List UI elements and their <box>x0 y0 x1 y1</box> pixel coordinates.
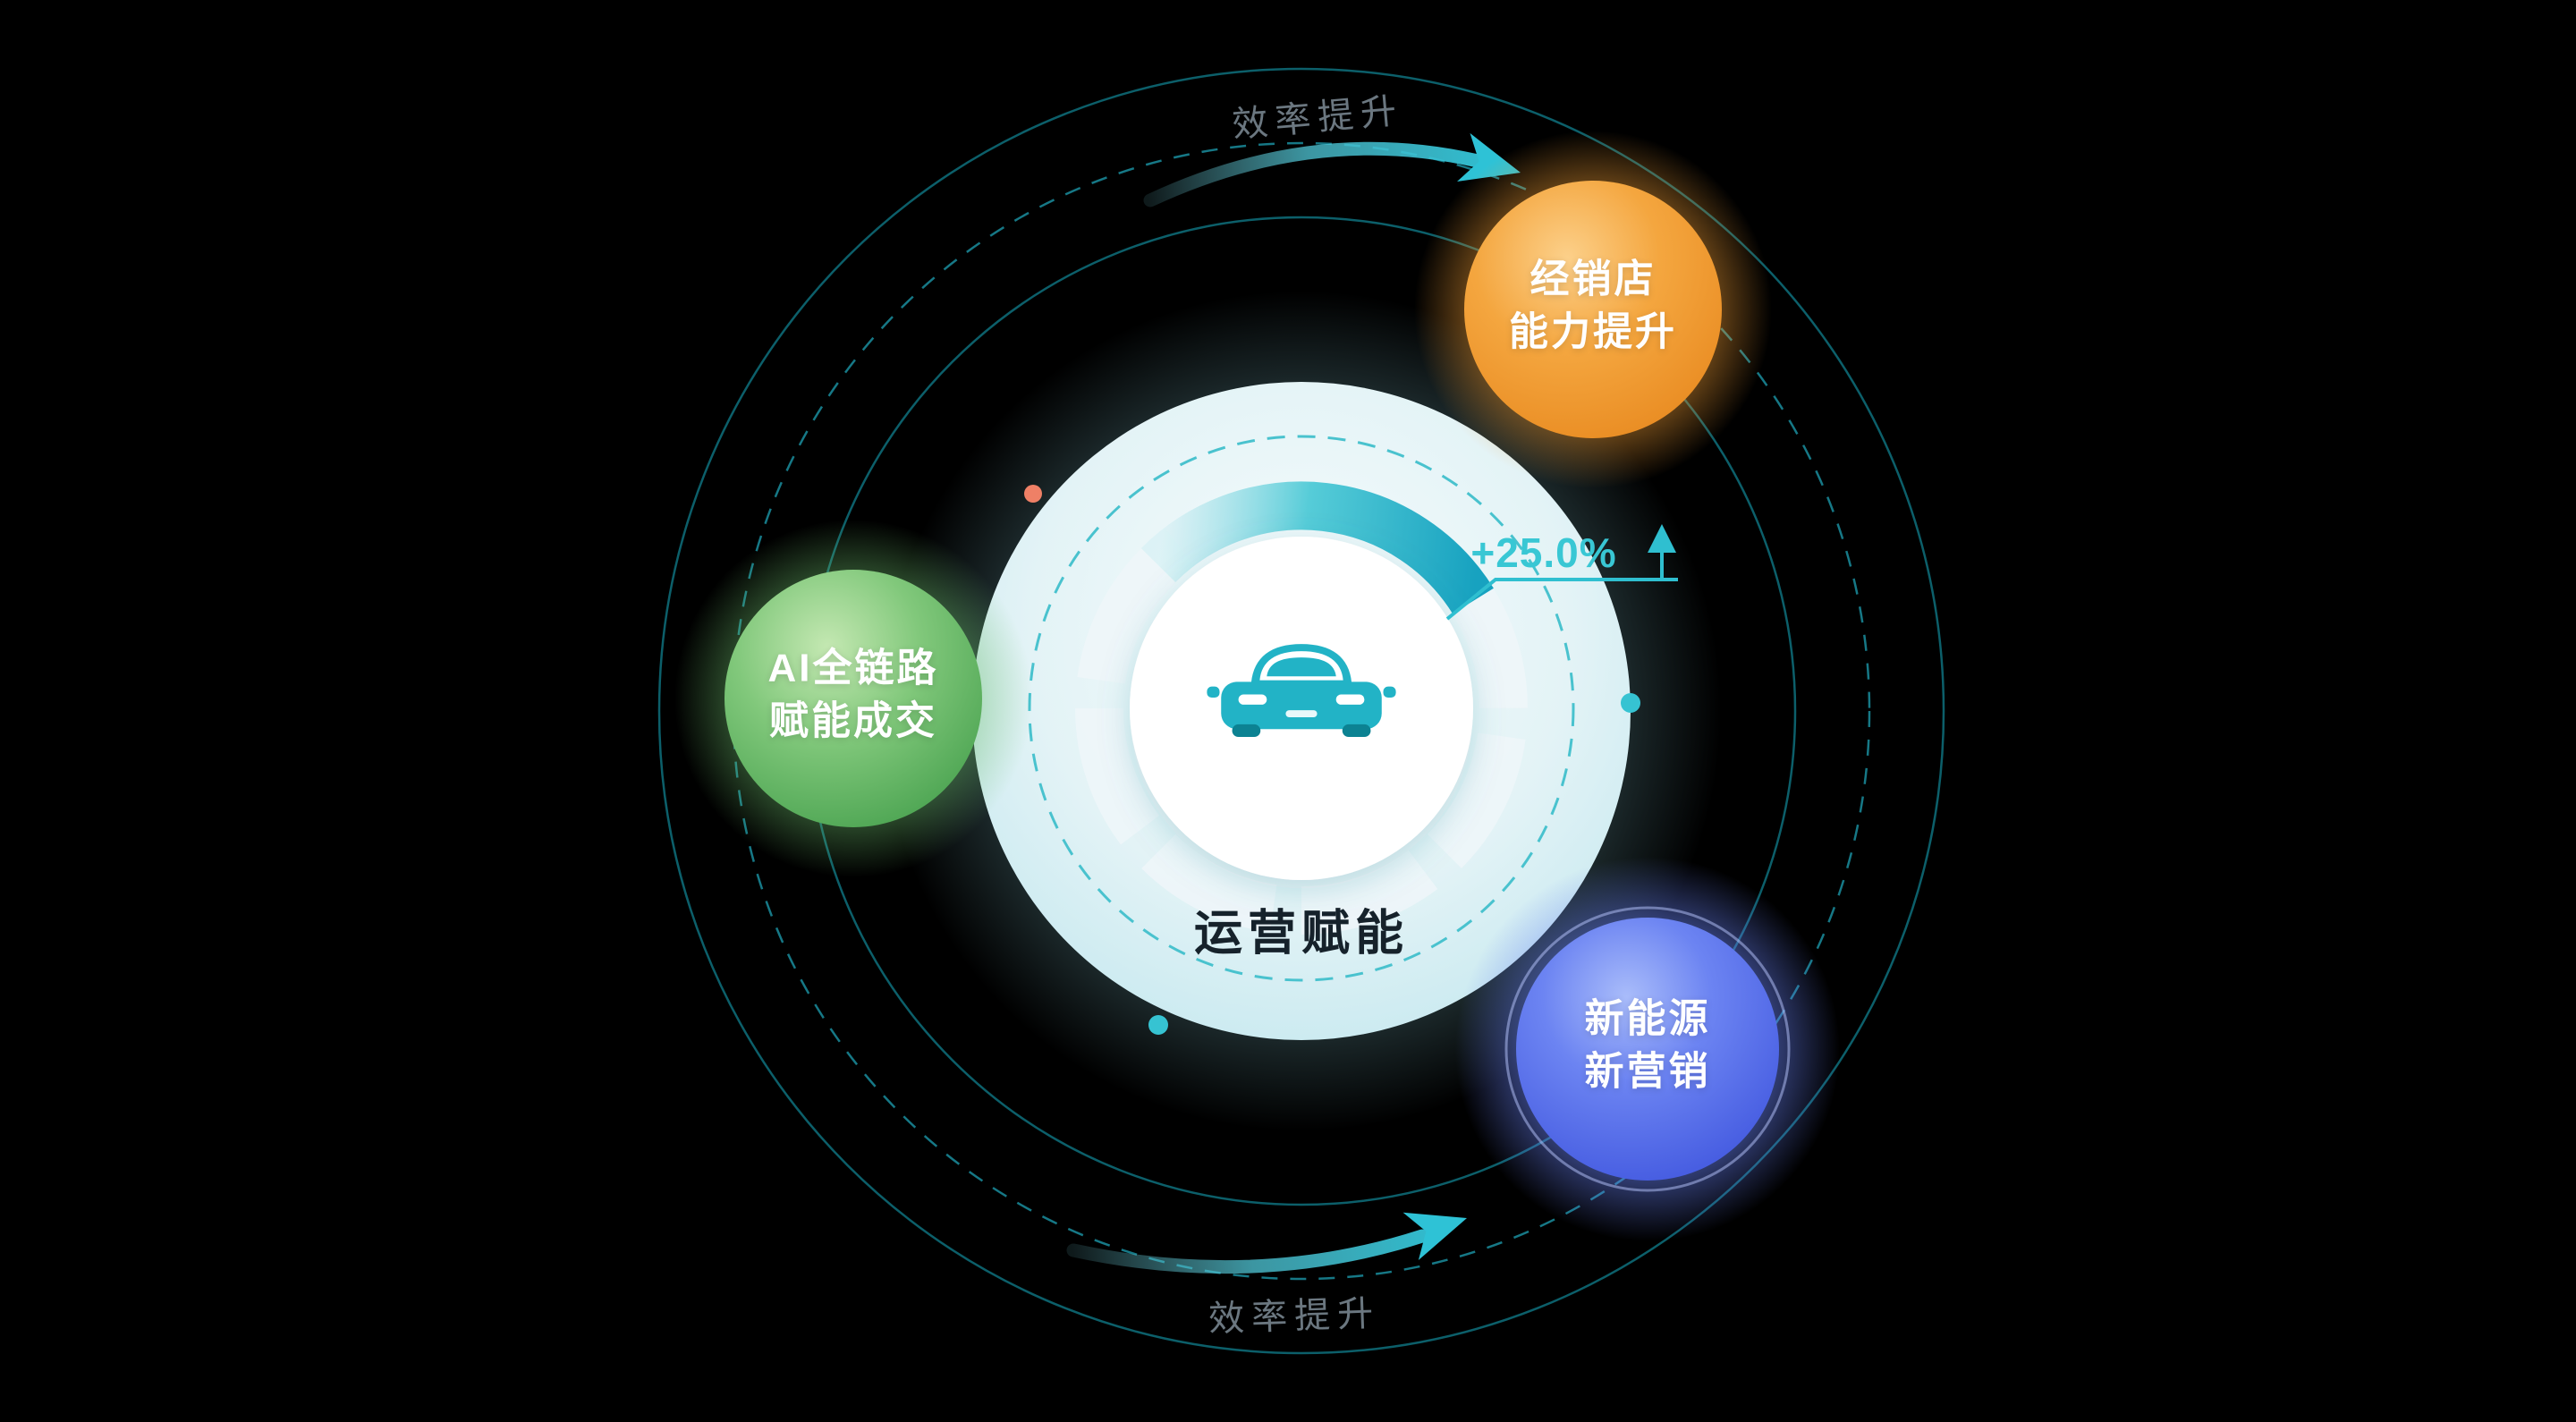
car-front-icon <box>1207 644 1396 737</box>
satellite-bubble-ai-full-chain <box>674 520 1032 877</box>
center-bubble <box>881 291 1722 1131</box>
metric-callout <box>1445 524 1678 621</box>
satellite-bubble-new-energy <box>1455 857 1840 1241</box>
bubble-label-line: 能力提升 <box>1509 310 1677 354</box>
bubble-label-new-energy: 新能源 新营销 <box>1585 993 1711 1099</box>
bubble-label-line: 经销店 <box>1530 257 1657 301</box>
gauge-ring <box>1075 482 1528 935</box>
center-bubble-label: 运营赋能 <box>1194 906 1409 961</box>
bubble-label-dealer-capability: 经销店 能力提升 <box>1509 253 1677 360</box>
orbit-dot-teal-right <box>1621 693 1640 713</box>
bubble-label-line: AI全链路 <box>767 646 939 690</box>
orbit-dot-orange <box>1024 485 1042 503</box>
metric-value: +25.0% <box>1470 529 1617 576</box>
bubble-label-line: 新营销 <box>1584 1050 1711 1094</box>
flow-arrow-bottom-icon <box>1066 1212 1467 1274</box>
gauge-progress-arc <box>1140 481 1494 614</box>
satellite-bubble-dealer-capability <box>1414 131 1772 488</box>
bubble-label-line: 新能源 <box>1584 996 1711 1041</box>
bubble-label-line: 赋能成交 <box>769 699 937 743</box>
bubble-label-ai-full-chain: AI全链路 赋能成交 <box>768 642 939 749</box>
orbit-dot-teal-bottom <box>1148 1015 1168 1035</box>
arrow-up-icon <box>1648 524 1676 553</box>
flow-label-bottom: 效率提升 <box>1208 1293 1381 1340</box>
orbit-rings <box>657 67 1945 1355</box>
